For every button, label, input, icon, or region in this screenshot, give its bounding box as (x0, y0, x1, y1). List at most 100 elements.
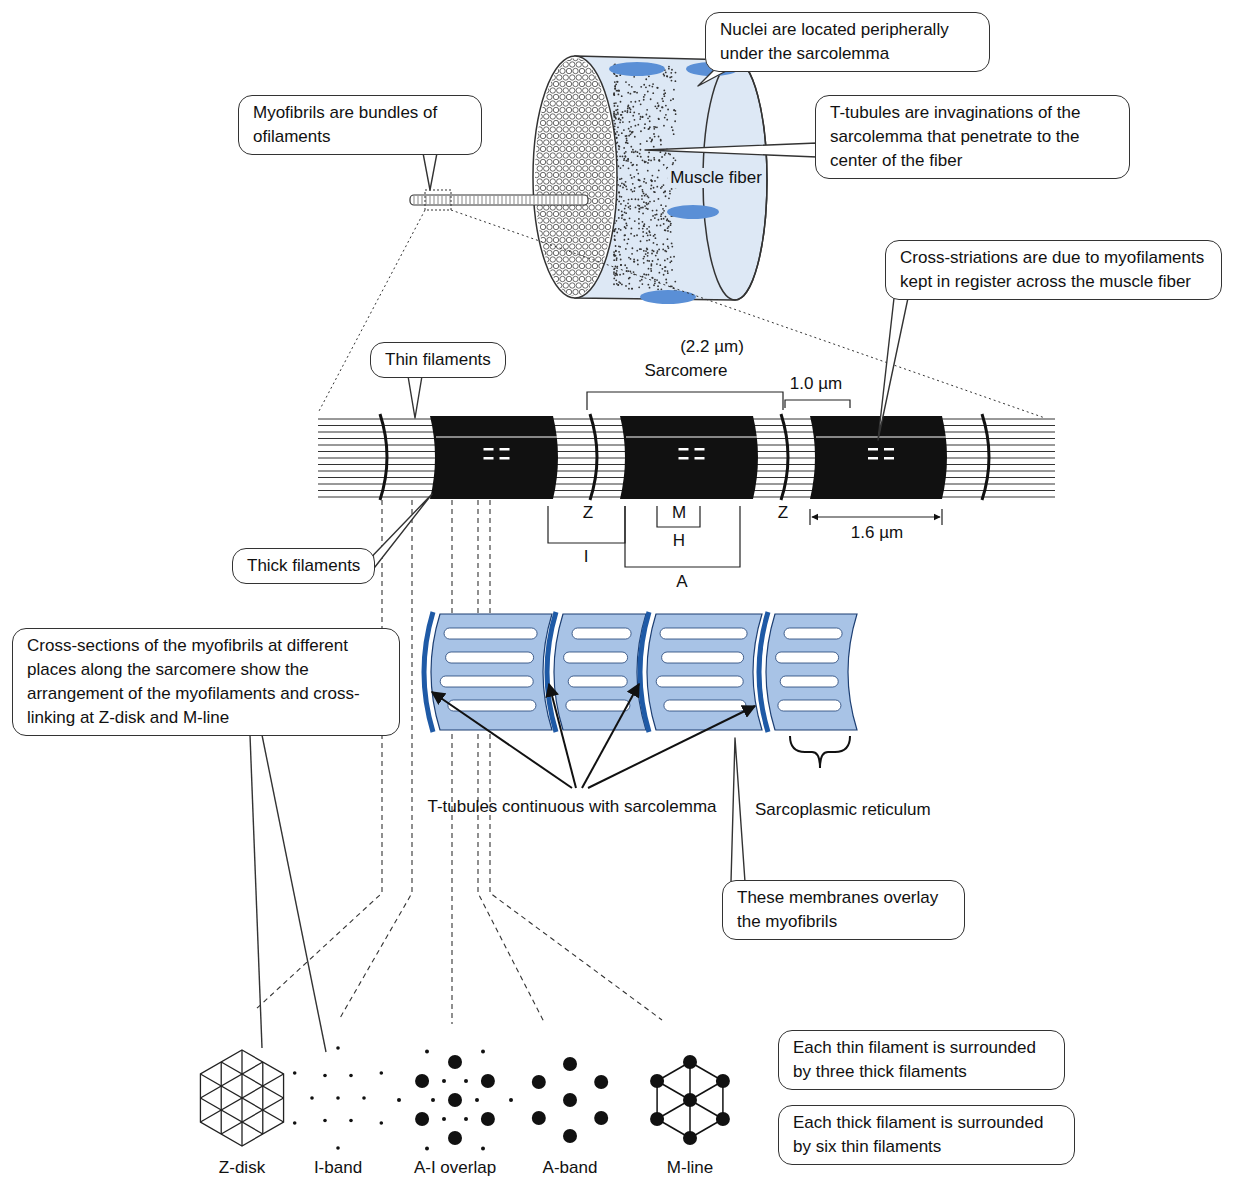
stipple-dots (634, 220, 636, 222)
stipple-dots (658, 118, 660, 120)
callout-box: Each thick filament is surrounded by six… (778, 1105, 1075, 1165)
stipple-dots (614, 274, 616, 276)
stipple-dots (639, 280, 641, 282)
stipple-dots (664, 191, 666, 193)
myofibril-ends (586, 159, 591, 164)
myofibril-stripes (462, 196, 463, 204)
myofibril-ends (589, 114, 594, 119)
stipple-dots (625, 205, 627, 207)
myofibril-ends (583, 62, 588, 67)
myofibril-ends (537, 153, 542, 158)
nucleus (667, 205, 719, 219)
myofibril-ends (550, 205, 555, 210)
myofibril-ends (599, 146, 604, 151)
myofibril-ends (566, 211, 571, 216)
myofibril-ends (599, 198, 604, 203)
stipple-dots (632, 191, 634, 193)
myofibril-ends (592, 198, 597, 203)
a-band-filaments (563, 1093, 577, 1107)
myofibril-ends (540, 107, 545, 112)
stipple-dots (631, 86, 633, 88)
myofibril-ends (544, 179, 549, 184)
stipple-dots (653, 157, 655, 159)
myofibril-ends (553, 276, 558, 281)
callout-box: Myofibrils are bundles of ofilaments (238, 95, 482, 155)
stipple-dots (621, 132, 623, 134)
stipple-dots (671, 246, 673, 248)
myofibril-ends (579, 120, 584, 125)
myofibril-ends (583, 153, 588, 158)
myofibril-ends (547, 133, 552, 138)
h-zone (816, 437, 946, 438)
callout-box: Cross-sections of the myofibrils at diff… (12, 628, 400, 736)
stipple-dots (657, 259, 659, 261)
myofibril-stripes (554, 196, 555, 204)
i-band-filaments (336, 1096, 340, 1100)
a-i-overlap-filaments (481, 1146, 485, 1150)
myofibril (410, 195, 588, 205)
stipple-dots (654, 214, 656, 216)
stipple-dots (630, 162, 632, 164)
stipple-dots (621, 95, 623, 97)
stipple-dots (653, 250, 655, 252)
z-disk-lattice (200, 1050, 283, 1146)
stipple-dots (648, 274, 650, 276)
myofibril-ends (592, 211, 597, 216)
stipple-dots (643, 225, 645, 227)
stipple-dots (658, 136, 660, 138)
stipple-dots (657, 285, 659, 287)
stipple-dots (637, 264, 639, 266)
stipple-dots (635, 101, 637, 103)
stipple-dots (620, 119, 622, 121)
stipple-dots (614, 88, 616, 90)
myofibril-stripes (578, 196, 579, 204)
myofibril-ends (560, 146, 565, 151)
m-line-lattice (683, 1131, 697, 1145)
myofibril-ends (586, 250, 591, 255)
myofibril-ends (534, 133, 539, 138)
myofibril-ends (544, 257, 549, 262)
stipple-dots (628, 84, 630, 86)
myofibril-stripes (514, 196, 515, 204)
z-disk-lattice (200, 1050, 283, 1146)
myofibril-ends (589, 127, 594, 132)
m-line-lattice (716, 1074, 730, 1088)
stipple-dots (615, 83, 617, 85)
myofibril-ends (596, 192, 601, 197)
stipple-dots (652, 260, 654, 262)
stipple-dots (639, 153, 641, 155)
myofibril-ends (602, 127, 607, 132)
band-label: A (676, 572, 687, 592)
myofibril-ends (550, 140, 555, 145)
myofibril-ends (599, 81, 604, 86)
stipple-dots (642, 258, 644, 260)
myofibril-ends (563, 153, 568, 158)
myofibril-ends (605, 237, 610, 242)
myofibril-ends (599, 185, 604, 190)
section-guide (451, 500, 452, 1024)
stipple-dots (625, 160, 627, 162)
myofibril-ends (557, 88, 562, 93)
sarcoplasmic-reticulum (446, 652, 534, 663)
myofibril-ends (563, 179, 568, 184)
myofibril-ends (586, 146, 591, 151)
myofibril-ends (544, 218, 549, 223)
stipple-dots (667, 270, 669, 272)
callout-box: Nuclei are located peripherally under th… (705, 12, 990, 72)
z-line (380, 414, 989, 500)
myofibril-ends (609, 140, 614, 145)
stipple-dots (638, 113, 640, 115)
stipple-dots (637, 155, 639, 157)
stipple-dots (654, 191, 656, 193)
stipple-dots (643, 84, 645, 86)
stipple-dots (625, 227, 627, 229)
t-tubule-arrow (582, 684, 639, 788)
z-disk-lattice (221, 1062, 283, 1098)
stipple-dots (617, 81, 619, 83)
stipple-dots (663, 125, 665, 127)
a-i-overlap-filaments (464, 1117, 468, 1121)
stipple-dots (613, 251, 615, 253)
stipple-dots (633, 151, 635, 153)
stipple-dots (670, 256, 672, 258)
myofibril-ends (589, 153, 594, 158)
